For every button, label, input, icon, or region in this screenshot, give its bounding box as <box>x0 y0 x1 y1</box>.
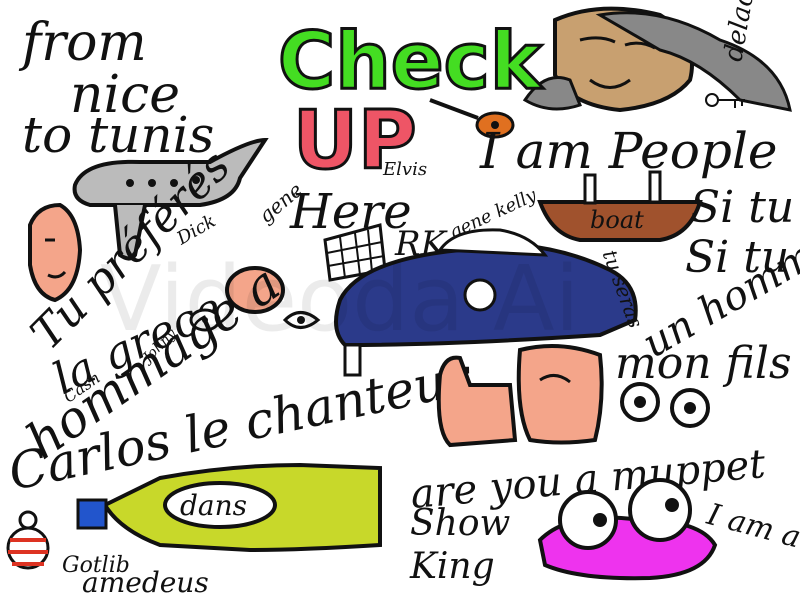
to-tunis-text: to tunis <box>22 106 214 164</box>
elvis-text: Elvis <box>382 159 427 180</box>
si-tu-1-text: Si tu <box>690 182 794 233</box>
portrait-face-icon <box>522 6 792 113</box>
thumbs-up-icon <box>436 344 604 448</box>
car-icon <box>334 228 638 377</box>
si-tu-2-text: Si tu <box>685 232 789 283</box>
king-text: King <box>409 546 495 587</box>
amedeus-text: amedeus <box>82 566 209 599</box>
check-title: Check <box>278 17 544 107</box>
bottle-icon: dans <box>76 462 382 553</box>
from-text: from <box>18 13 147 73</box>
show-text: Show <box>410 503 511 544</box>
airplane-icon <box>72 137 269 261</box>
delacroix-text: delacroix <box>718 0 769 64</box>
burger-text: I am a burger <box>703 497 800 586</box>
small-face-icon <box>225 266 285 314</box>
boat-text: boat <box>590 206 644 234</box>
eye-icon <box>189 308 321 332</box>
dans-text: dans <box>180 489 247 522</box>
i-am-people-text: I am People <box>479 122 777 180</box>
key-icon <box>705 93 745 108</box>
gotlib-text: Gotlib <box>62 553 130 578</box>
mon-fils-text: mon fils <box>615 338 792 389</box>
guitar-icon <box>429 98 515 139</box>
big-eyes-icon <box>620 382 710 428</box>
boat-icon: boat <box>537 170 703 242</box>
here-text: Here <box>289 184 412 240</box>
bug-icon <box>6 510 50 570</box>
profile-face-icon <box>28 202 83 303</box>
watermark-text: Videoda Ai <box>100 247 580 352</box>
nice-text: nice <box>70 65 180 125</box>
muppet-icon <box>537 478 718 581</box>
up-title: UP <box>293 94 417 187</box>
